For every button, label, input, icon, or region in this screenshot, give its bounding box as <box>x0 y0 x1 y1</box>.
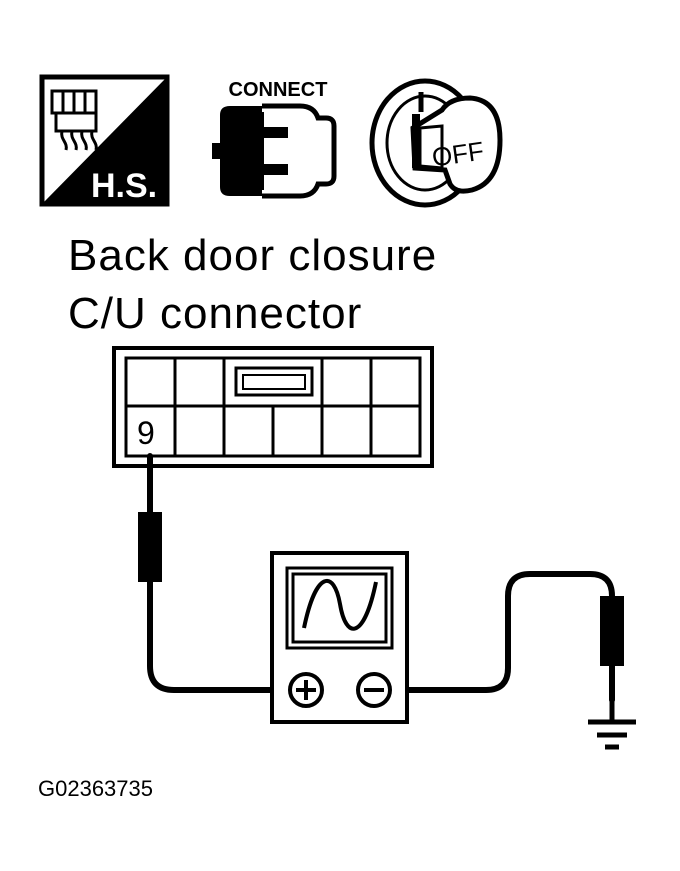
negative-probe <box>600 596 624 666</box>
connect-label: CONNECT <box>229 79 328 101</box>
negative-terminal-icon <box>356 672 392 708</box>
ignition-key-icon <box>410 95 503 194</box>
negative-lead-wire <box>391 571 615 703</box>
positive-terminal-icon <box>288 672 324 708</box>
ground-icon <box>588 700 636 750</box>
connect-icon: CONNECT <box>212 79 337 199</box>
positive-lead-wire <box>147 453 287 693</box>
ignition-off-label: OFF <box>430 136 486 173</box>
harness-connector-icon <box>50 89 98 151</box>
harness-side-icon: H.S. <box>39 74 170 207</box>
harness-side-label: H.S. <box>91 167 157 205</box>
title-line-1: Back door closure <box>68 231 437 280</box>
sine-wave-icon <box>302 578 378 631</box>
oscilloscope <box>270 551 409 724</box>
terminal-number: 9 <box>137 415 155 451</box>
title-line-2: C/U connector <box>68 289 362 338</box>
probe-wires <box>147 453 615 703</box>
cu-connector <box>112 346 434 468</box>
ignition-off-icon: OFF <box>369 78 503 208</box>
positive-probe <box>138 512 162 582</box>
figure-code: G02363735 <box>38 776 153 801</box>
